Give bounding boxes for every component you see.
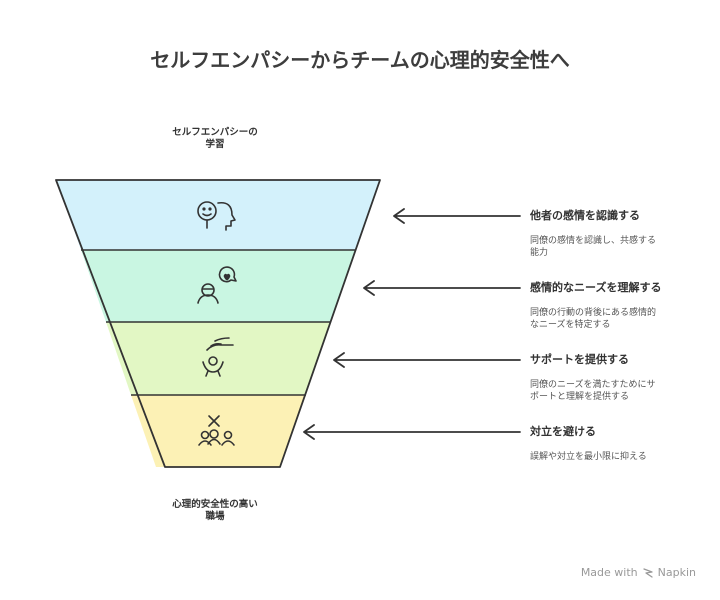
napkin-logo-icon [642, 567, 653, 578]
arrow-icon [303, 424, 521, 440]
napkin-brand-text: Napkin [657, 566, 696, 579]
no-conflict-icon [198, 415, 235, 446]
arrow-icon [393, 208, 521, 224]
funnel-stage-4-fill [131, 395, 306, 467]
funnel-outline [55, 179, 381, 468]
arrow-icon [333, 352, 521, 368]
stage-2-title: 感情的なニーズを理解する [530, 281, 662, 294]
stage-2-annotation: 感情的なニーズを理解する 同僚の行動の背後にある感情的 なニーズを特定する [530, 281, 710, 331]
funnel-stage-1-fill [56, 180, 380, 250]
funnel-bottom-label: 心理的安全性の高い 職場 [172, 499, 258, 522]
stage-1-title: 他者の感情を認識する [530, 209, 640, 222]
funnel-stage-3-fill [106, 322, 331, 395]
stage-4-desc: 誤解や対立を最小限に抑える [530, 452, 647, 462]
person-head-icon [197, 201, 236, 231]
diagram-title: セルフエンパシーからチームの心理的安全性へ [150, 48, 570, 72]
made-with-text: Made with [580, 566, 638, 579]
helping-hand-icon [202, 337, 234, 377]
heart-speech-icon [197, 266, 237, 304]
stage-3-desc: 同僚のニーズを満たすためにサ ポートと理解を提供する [530, 380, 656, 402]
stage-4-title: 対立を避ける [530, 425, 596, 438]
funnel-stage-2-fill [81, 250, 356, 322]
stage-3-annotation: サポートを提供する 同僚のニーズを満たすためにサ ポートと理解を提供する [530, 353, 710, 403]
stage-1-desc: 同僚の感情を認識し、共感する 能力 [530, 236, 657, 258]
funnel-top-label: セルフエンパシーの 学習 [172, 127, 258, 150]
stage-1-annotation: 他者の感情を認識する 同僚の感情を認識し、共感する 能力 [530, 209, 710, 259]
stage-3-title: サポートを提供する [530, 353, 629, 366]
stage-4-annotation: 対立を避ける 誤解や対立を最小限に抑える [530, 425, 710, 463]
stage-2-desc: 同僚の行動の背後にある感情的 なニーズを特定する [530, 308, 657, 330]
made-with-napkin-badge[interactable]: Made with Napkin [581, 566, 696, 579]
arrow-icon [363, 280, 521, 296]
